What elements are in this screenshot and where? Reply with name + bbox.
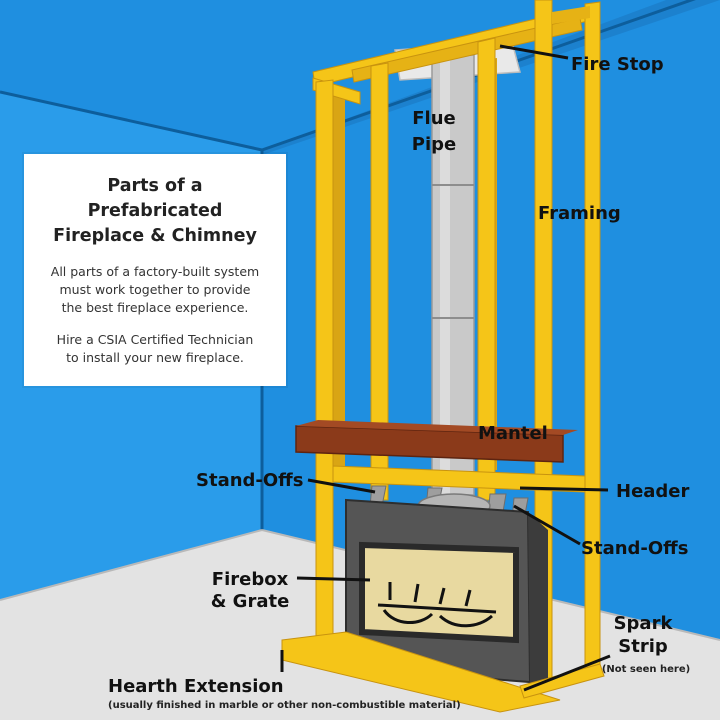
pointer-stand-offs-left [307,478,376,494]
pointer-spark-strip [523,654,611,692]
label-header: Header [616,481,690,502]
pointer-stand-offs-right [513,504,581,546]
label-flue-pipe-line2: Pipe [412,134,456,155]
stud-back-left [333,92,345,470]
label-stand-offs-right: Stand-Offs [581,538,688,559]
info-card-text-line: Hire a CSIA Certified Technician [56,332,254,347]
flue-pipe-highlight [440,55,450,495]
pointer-fire-stop [499,44,569,60]
label-hearth-note: (usually finished in marble or other non… [108,700,461,711]
info-card-paragraph-1: All parts of a factory-built system must… [38,263,272,317]
label-spark-strip-note: (Not seen here) [602,664,690,675]
label-firebox-line2: & Grate [211,591,290,612]
label-mantel: Mantel [478,423,548,444]
info-card-text-line: to install your new fireplace. [66,350,244,365]
stud-mid-left [370,62,389,501]
label-spark-strip-line1: Spark [614,613,674,634]
info-card-title-line: Parts of a Prefabricated [87,176,223,221]
pointer-lines [280,44,611,692]
top-plate-back [351,17,583,83]
info-card-text-line: the best fireplace experience. [61,300,249,315]
firebox-side [528,512,548,690]
floor-line [0,529,263,601]
stud-far-right [584,1,601,669]
side-rail-top [552,6,590,24]
header-beam [332,465,586,493]
pointer-firebox [296,576,371,582]
ceiling-line-left [0,90,263,152]
pointer-header [519,486,609,492]
label-firebox-line1: Firebox [212,569,289,590]
label-hearth-extension: Hearth Extension [108,676,284,697]
info-card-title: Parts of a Prefabricated Fireplace & Chi… [38,174,272,249]
mantel-top [296,420,578,435]
grate [377,582,497,628]
label-framing: Framing [538,203,621,224]
info-card-paragraph-2: Hire a CSIA Certified Technician to inst… [38,331,272,367]
info-card: Parts of a Prefabricated Fireplace & Chi… [24,154,286,386]
firebox-glass [359,541,519,644]
info-card-title-line: Fireplace & Chimney [53,226,257,246]
label-spark-strip-line2: Strip [618,636,668,657]
label-flue-pipe-line1: Flue [412,108,456,129]
info-card-text-line: All parts of a factory-built system [50,264,260,279]
info-card-text-line: must work together to provide [59,282,251,297]
label-stand-offs-left: Stand-Offs [196,470,303,491]
label-fire-stop: Fire Stop [571,54,664,75]
